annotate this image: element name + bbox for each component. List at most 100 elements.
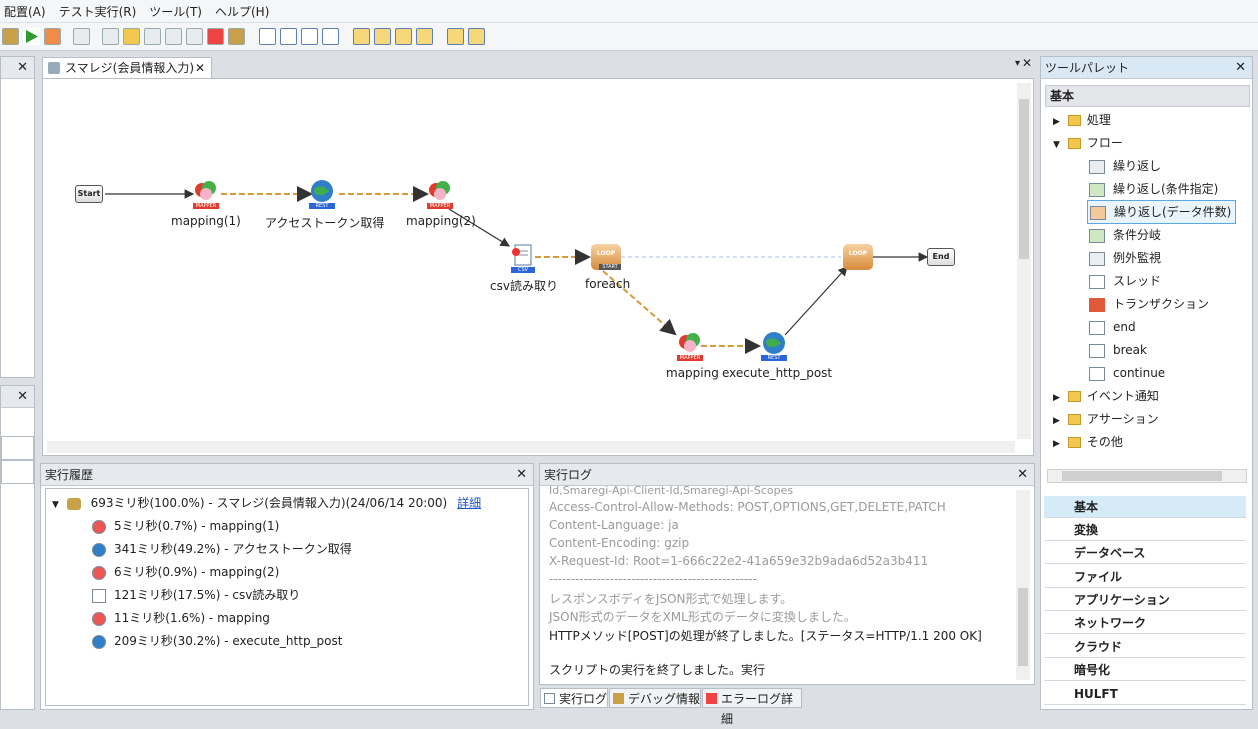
dropdown-icon[interactable]: ▾ — [1014, 58, 1020, 69]
category-database[interactable]: データベース — [1044, 542, 1246, 564]
toolbar-icon-9[interactable] — [186, 28, 203, 45]
log-vertical-scrollbar[interactable] — [1016, 490, 1030, 680]
toolbar-icon-4[interactable] — [73, 28, 90, 45]
loop-end-icon[interactable]: LOOP — [843, 244, 873, 270]
category-network[interactable]: ネットワーク — [1044, 612, 1246, 634]
start-node[interactable]: Start — [75, 185, 103, 203]
end-node[interactable]: End — [927, 248, 955, 266]
toolbar-icon-8[interactable] — [165, 28, 182, 45]
align-icon-3[interactable] — [301, 28, 318, 45]
close-icon[interactable]: ✕ — [17, 60, 28, 75]
menu-tools[interactable]: ツール(T) — [149, 4, 202, 19]
close-icon[interactable]: ✕ — [1235, 60, 1246, 75]
expand-icon[interactable]: ▼ — [52, 500, 59, 510]
scrollbar-thumb[interactable] — [1062, 471, 1222, 481]
menu-layout[interactable]: 配置(A) — [4, 4, 46, 19]
tree-folder-other[interactable]: ▶その他 — [1053, 435, 1123, 449]
tab-error-log-label: エラーログ詳細 — [721, 692, 794, 726]
left-panel-row[interactable] — [1, 436, 34, 460]
tree-folder-flow[interactable]: ▼フロー — [1053, 136, 1123, 150]
csv-file-icon[interactable]: CSV — [509, 243, 537, 273]
folder-icon — [1067, 115, 1081, 126]
error-icon — [706, 693, 717, 704]
debug-icon[interactable] — [2, 28, 19, 45]
history-root[interactable]: ▼ 693ミリ秒(100.0%) - スマレジ(会員情報入力)(24/06/14… — [52, 494, 481, 511]
category-basic[interactable]: 基本 — [1044, 496, 1246, 518]
close-icon[interactable]: ✕ — [1017, 467, 1028, 482]
category-convert[interactable]: 変換 — [1044, 519, 1246, 541]
loop-start-icon[interactable]: LOOP START — [591, 244, 621, 270]
close-icon[interactable]: ✕ — [516, 467, 527, 482]
mapper-icon[interactable]: MAPPER — [427, 179, 453, 209]
vertical-scrollbar[interactable] — [1017, 83, 1031, 439]
history-item[interactable]: 11ミリ秒(1.6%) - mapping — [92, 609, 270, 626]
align-icon-2[interactable] — [280, 28, 297, 45]
scrollbar-thumb[interactable] — [1019, 99, 1029, 259]
tab-debug-info[interactable]: デバッグ情報 — [609, 688, 701, 708]
node-label-csv: csv読み取り — [490, 279, 558, 293]
close-icon[interactable]: ✕ — [17, 389, 28, 404]
detail-link[interactable]: 詳細 — [457, 496, 482, 510]
tree-item-loop[interactable]: 繰り返し — [1089, 155, 1161, 177]
history-item[interactable]: 5ミリ秒(0.7%) - mapping(1) — [92, 517, 279, 534]
mapper-icon[interactable]: MAPPER — [677, 331, 703, 361]
category-hulft[interactable]: HULFT — [1044, 683, 1246, 705]
category-cloud[interactable]: クラウド — [1044, 636, 1246, 658]
history-item[interactable]: 121ミリ秒(17.5%) - csv読み取り — [92, 586, 300, 603]
tree-item-loop-condition[interactable]: 繰り返し(条件指定) — [1089, 178, 1218, 200]
tree-item-loop-data-count[interactable]: 繰り返し(データ件数) — [1087, 200, 1237, 224]
align-icon-1[interactable] — [259, 28, 276, 45]
align-icon-9[interactable] — [447, 28, 464, 45]
tree-item-thread[interactable]: スレッド — [1089, 270, 1161, 292]
run-icon[interactable] — [23, 28, 40, 45]
align-icon-8[interactable] — [416, 28, 433, 45]
align-icon-6[interactable] — [374, 28, 391, 45]
branch-icon — [1089, 228, 1105, 243]
category-file[interactable]: ファイル — [1044, 566, 1246, 588]
close-icon[interactable]: ✕ — [1021, 56, 1032, 70]
menu-test-run[interactable]: テスト実行(R) — [58, 4, 137, 19]
align-icon-5[interactable] — [353, 28, 370, 45]
rest-globe-icon[interactable]: REST — [309, 179, 335, 209]
left-panel-row[interactable] — [1, 460, 34, 484]
tree-item-branch[interactable]: 条件分岐 — [1089, 224, 1161, 246]
tree-label: 繰り返し(データ件数) — [1114, 205, 1232, 219]
scrollbar-thumb[interactable] — [1018, 588, 1028, 666]
history-item[interactable]: 341ミリ秒(49.2%) - アクセストークン取得 — [92, 540, 352, 557]
tree-folder-shori[interactable]: ▶処理 — [1053, 113, 1111, 127]
tab-script[interactable]: スマレジ(会員情報入力) ✕ — [42, 57, 212, 78]
tree-label: end — [1113, 320, 1136, 334]
flow-canvas[interactable]: Start MAPPER mapping(1) REST アクセストークン取得 … — [42, 78, 1034, 456]
align-icon-10[interactable] — [468, 28, 485, 45]
log-line: ----------------------------------------… — [549, 572, 757, 586]
palette-horizontal-scrollbar[interactable] — [1047, 469, 1247, 483]
tree-item-continue[interactable]: continue — [1089, 362, 1165, 384]
menu-help[interactable]: ヘルプ(H) — [214, 4, 270, 19]
mapper-icon[interactable]: MAPPER — [193, 179, 219, 209]
rest-globe-icon[interactable]: REST — [761, 331, 787, 361]
align-icon-7[interactable] — [395, 28, 412, 45]
tree-folder-assertion[interactable]: ▶アサーション — [1053, 412, 1159, 426]
tree-item-end[interactable]: end — [1089, 316, 1136, 338]
toolbar-icon-11[interactable] — [228, 28, 245, 45]
history-item[interactable]: 6ミリ秒(0.9%) - mapping(2) — [92, 563, 279, 580]
toolbar-icon-5[interactable] — [102, 28, 119, 45]
toolbar-icon-10[interactable] — [207, 28, 224, 45]
horizontal-scrollbar[interactable] — [47, 441, 1015, 453]
align-icon-4[interactable] — [322, 28, 339, 45]
tree-item-exception[interactable]: 例外監視 — [1089, 247, 1161, 269]
tree-item-break[interactable]: break — [1089, 339, 1147, 361]
tab-exec-log[interactable]: 実行ログ — [540, 688, 608, 708]
stop-icon[interactable] — [44, 28, 61, 45]
toolbar-icon-6[interactable] — [123, 28, 140, 45]
category-encryption[interactable]: 暗号化 — [1044, 659, 1246, 681]
tab-error-log[interactable]: エラーログ詳細 — [702, 688, 802, 726]
history-item[interactable]: 209ミリ秒(30.2%) - execute_http_post — [92, 632, 342, 649]
history-item-text: 209ミリ秒(30.2%) - execute_http_post — [114, 634, 343, 648]
tree-folder-event[interactable]: ▶イベント通知 — [1053, 389, 1159, 403]
log-line: Content-Encoding: gzip — [549, 536, 690, 550]
tree-item-transaction[interactable]: トランザクション — [1089, 293, 1209, 315]
toolbar-icon-7[interactable] — [144, 28, 161, 45]
close-icon[interactable]: ✕ — [194, 61, 205, 75]
category-application[interactable]: アプリケーション — [1044, 589, 1246, 611]
